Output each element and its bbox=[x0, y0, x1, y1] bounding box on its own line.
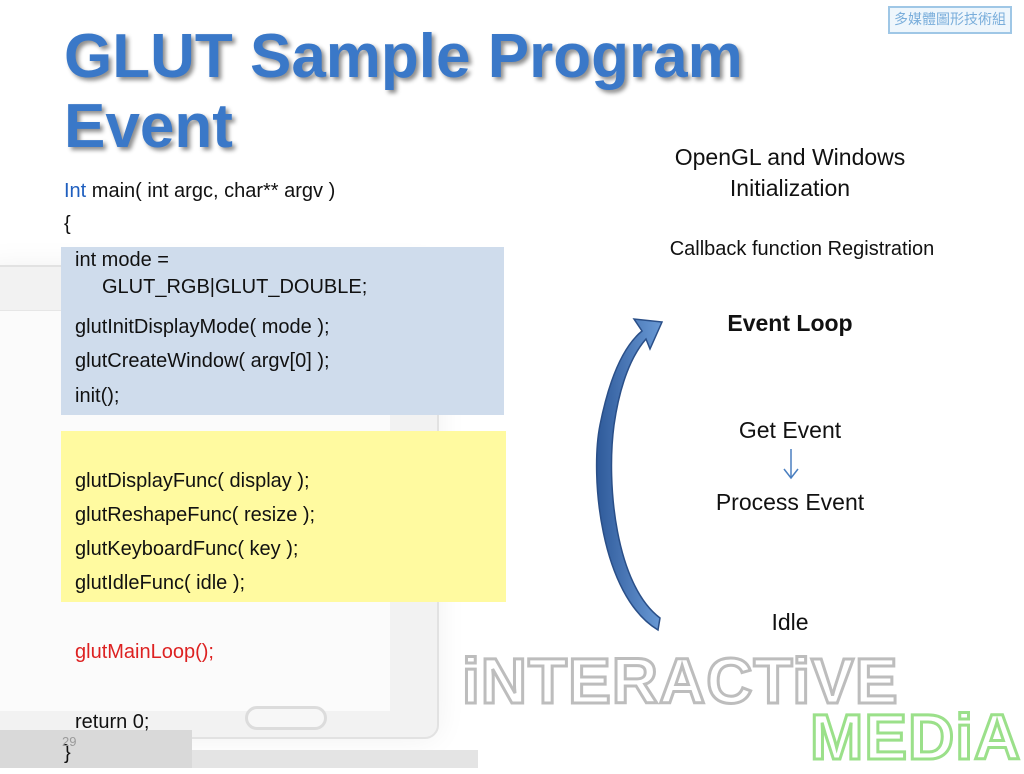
flow-init-label: OpenGL and Windows Initialization bbox=[620, 142, 960, 204]
flow-process-event-label: Process Event bbox=[715, 489, 865, 515]
slide-title-line2: Event bbox=[64, 92, 233, 161]
code-line-mode: int mode = bbox=[75, 249, 169, 271]
code-line-return: return 0; bbox=[75, 711, 150, 733]
slide-title: GLUT Sample Program Event bbox=[64, 22, 824, 162]
flow-get-event-label: Get Event bbox=[738, 417, 842, 443]
init-code-box bbox=[61, 247, 504, 415]
code-line-display-func: glutDisplayFunc( display ); bbox=[75, 470, 310, 492]
down-arrow-icon bbox=[783, 449, 799, 480]
background-home-button bbox=[245, 706, 327, 730]
code-keyword-int: Int bbox=[64, 180, 87, 202]
code-line-reshape-func: glutReshapeFunc( resize ); bbox=[75, 504, 316, 526]
code-signature-rest: main( int argc, char** argv ) bbox=[86, 180, 336, 202]
code-line-mode-value: GLUT_RGB|GLUT_DOUBLE; bbox=[102, 276, 368, 298]
code-line-main-loop: glutMainLoop(); bbox=[75, 641, 214, 663]
loop-arrow-icon bbox=[595, 318, 664, 632]
code-line-init-display-mode: glutInitDisplayMode( mode ); bbox=[75, 316, 330, 338]
code-open-brace: { bbox=[64, 213, 71, 235]
background-bottom-bar bbox=[0, 730, 192, 768]
code-close-brace: } bbox=[64, 742, 71, 764]
flow-idle-label: Idle bbox=[771, 609, 809, 635]
code-line-create-window: glutCreateWindow( argv[0] ); bbox=[75, 350, 330, 372]
flow-event-loop-label: Event Loop bbox=[727, 310, 853, 336]
slide-title-line1: GLUT Sample Program bbox=[64, 22, 743, 91]
code-signature: Int main( int argc, char** argv ) bbox=[64, 180, 335, 203]
logo-media: MEDiA bbox=[808, 700, 1022, 774]
flow-init-line2: Initialization bbox=[729, 175, 851, 201]
background-bottom-bar-secondary bbox=[192, 750, 478, 768]
group-badge: 多媒體圖形技術組 bbox=[888, 6, 1012, 34]
page-number: 29 bbox=[62, 734, 77, 749]
flow-init-line1: OpenGL and Windows bbox=[674, 144, 906, 170]
code-line-keyboard-func: glutKeyboardFunc( key ); bbox=[75, 538, 299, 560]
code-line-init: init(); bbox=[75, 385, 120, 407]
callback-code-box bbox=[61, 431, 506, 602]
logo-interactive: iNTERACTiVE bbox=[461, 644, 900, 719]
code-line-idle-func: glutIdleFunc( idle ); bbox=[75, 572, 246, 594]
flow-callback-label: Callback function Registration bbox=[669, 238, 935, 260]
